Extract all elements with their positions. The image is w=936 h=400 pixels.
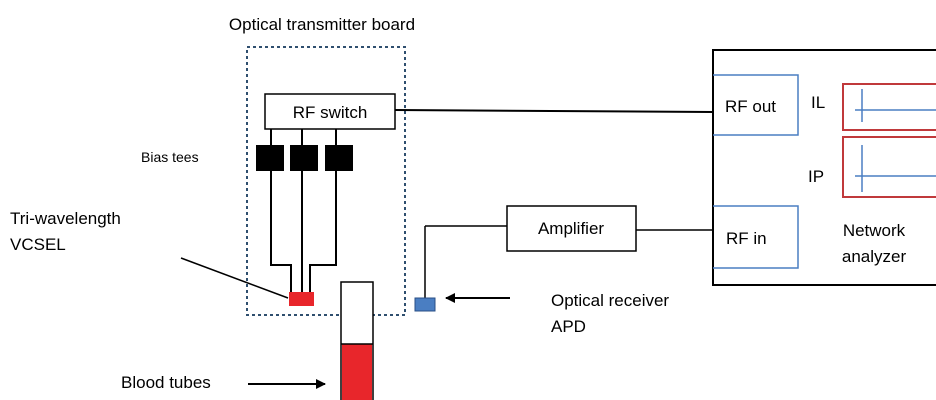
- bias-tee-1: [256, 145, 284, 171]
- vcsel-chip: [289, 292, 314, 306]
- vcsel-wire-3: [309, 171, 337, 293]
- board-title: Optical transmitter board: [229, 15, 415, 34]
- vcsel-label-line1: Tri-wavelength: [10, 209, 121, 228]
- rf-out-label: RF out: [725, 97, 776, 116]
- analyzer-label-line2: analyzer: [842, 247, 907, 266]
- rf-switch-to-rf-out-wire: [394, 109, 714, 113]
- apd-chip: [414, 297, 436, 312]
- bias-tee-2: [290, 145, 318, 171]
- vcsel-pointer-line: [180, 257, 289, 299]
- blood-fill: [342, 344, 372, 400]
- ip-plot-frame: [842, 136, 936, 198]
- vcsel-label-line2: VCSEL: [10, 235, 66, 254]
- receiver-label-line1: Optical receiver: [551, 291, 669, 310]
- rf-in-label: RF in: [726, 229, 767, 248]
- vcsel-wire-1: [270, 171, 292, 293]
- il-plot-frame: [842, 83, 936, 131]
- blood-tubes-label: Blood tubes: [121, 373, 211, 392]
- il-label: IL: [811, 93, 825, 112]
- transmitter-board: [246, 46, 406, 316]
- rf-in-port: [713, 205, 799, 269]
- bias-tees-label: Bias tees: [141, 149, 199, 165]
- rf-out-port: [713, 74, 799, 136]
- receiver-label-line2: APD: [551, 317, 586, 336]
- bias-tee-3: [325, 145, 353, 171]
- amplifier-label: Amplifier: [538, 219, 604, 238]
- analyzer-label-line1: Network: [843, 221, 906, 240]
- ip-label: IP: [808, 167, 824, 186]
- rf-switch-box: [264, 93, 396, 130]
- amplifier-box: [506, 205, 637, 252]
- rf-switch-label: RF switch: [293, 103, 368, 122]
